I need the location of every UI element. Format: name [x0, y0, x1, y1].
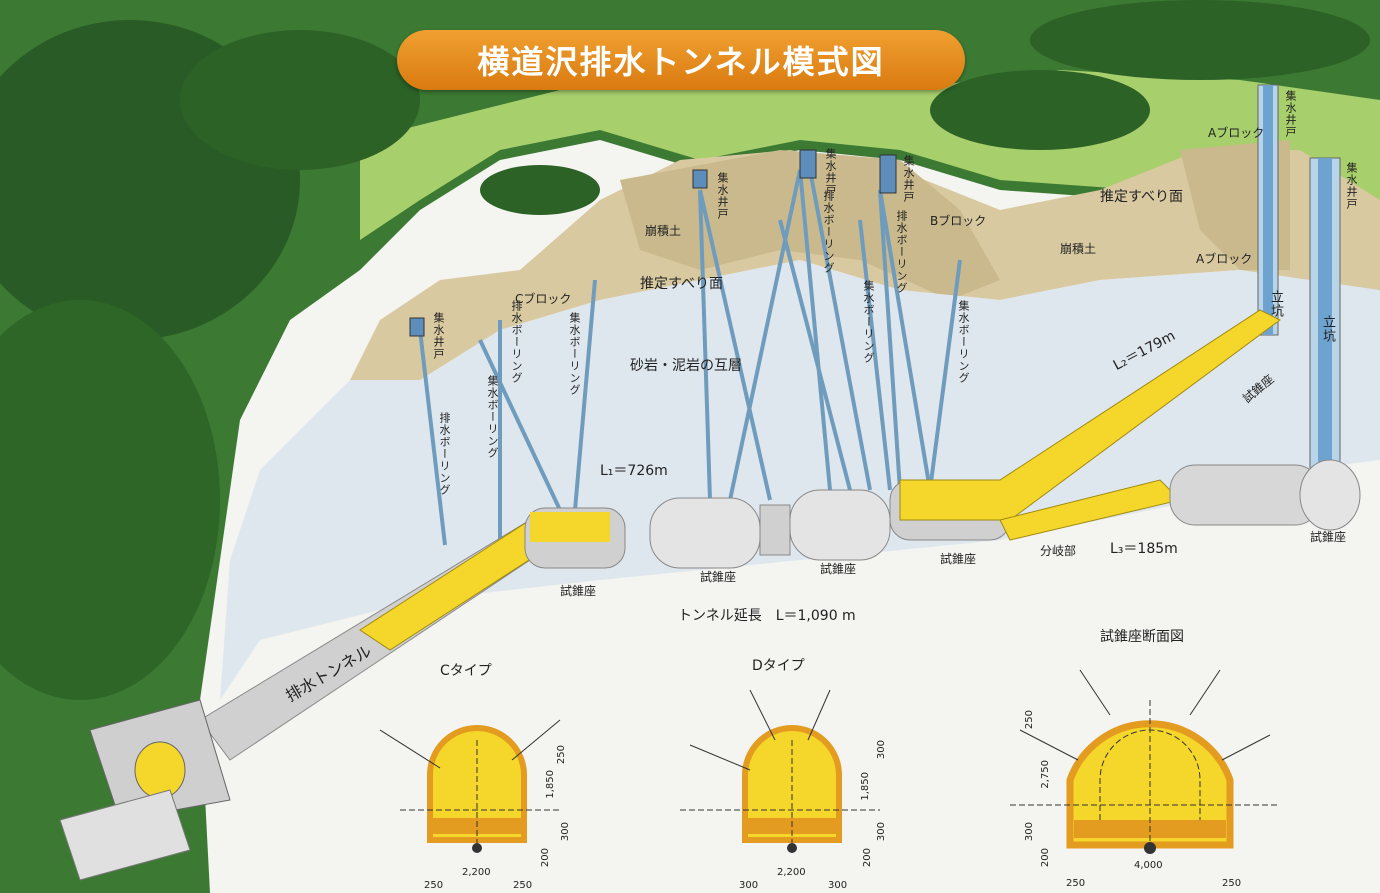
label-well-1: 集水井戸 [716, 172, 729, 220]
c-dim-top: 250 [556, 745, 567, 765]
label-L1: L₁＝726m [600, 463, 668, 479]
label-well-2: 集水井戸 [824, 148, 837, 196]
c-dim-height: 1,850 [545, 770, 556, 799]
label-houkaido-2: 崩積土 [1060, 242, 1097, 256]
s-dim-height: 2,750 [1040, 760, 1051, 789]
label-a-block-1: Aブロック [1208, 126, 1265, 140]
collection-wells [409, 149, 897, 337]
section-d-title: Dタイプ [752, 658, 805, 674]
label-well-a2: 集水井戸 [1345, 162, 1358, 210]
label-haisui-boring-2: 排水ボーリング [510, 300, 523, 384]
label-haisui-boring-1: 排水ボーリング [438, 412, 451, 496]
s-dim-base: 200 [1040, 848, 1051, 868]
s-dim-left: 250 [1066, 878, 1086, 889]
s-dim-invert: 300 [1024, 822, 1035, 842]
label-well-a1: 集水井戸 [1284, 90, 1297, 138]
drainage-tunnel [59, 309, 1361, 881]
label-suberi-2: 推定すべり面 [1100, 189, 1184, 205]
label-b-block: Bブロック [930, 214, 987, 228]
label-tatekou-1: 立坑 [1268, 290, 1283, 318]
d-dim-width: 2,200 [777, 867, 806, 878]
label-c-block: Cブロック [515, 292, 572, 306]
label-syusui-boring-2: 集水ボーリング [568, 312, 581, 396]
label-tatekou-2: 立坑 [1320, 315, 1335, 343]
label-haisui-boring-4: 排水ボーリング [895, 210, 908, 294]
s-dim-right: 250 [1222, 878, 1242, 889]
s-dim-top: 250 [1024, 710, 1035, 730]
c-dim-right: 250 [513, 880, 533, 891]
d-dim-top: 300 [876, 740, 887, 760]
label-well-3: 集水井戸 [902, 155, 915, 203]
c-dim-invert: 300 [560, 822, 571, 842]
d-dim-invert: 300 [876, 822, 887, 842]
label-shisuiza-1: 試錐座 [560, 584, 597, 598]
c-dim-base: 200 [540, 848, 551, 868]
s-dim-width: 4,000 [1134, 860, 1163, 871]
section-c-title: Cタイプ [440, 663, 492, 679]
d-dim-left: 300 [739, 880, 759, 891]
d-dim-height: 1,850 [860, 772, 871, 801]
label-shisuiza-5: 試錐座 [1310, 530, 1347, 544]
bedrock-layer [220, 260, 1380, 700]
label-sagan: 砂岩・泥岩の互層 [630, 358, 742, 374]
c-dim-left: 250 [424, 880, 444, 891]
label-houkaido-1: 崩積土 [645, 224, 682, 238]
label-a-block-2: Aブロック [1196, 252, 1253, 266]
section-shisuiza-drawing [1010, 669, 1280, 854]
label-syusui-boring-3: 集水ボーリング [862, 280, 875, 364]
d-dim-base: 200 [862, 848, 873, 868]
label-haisui-boring-3: 排水ボーリング [822, 190, 835, 274]
label-syusui-boring-1: 集水ボーリング [486, 375, 499, 459]
d-dim-right: 300 [828, 880, 848, 891]
label-shisuiza-3: 試錐座 [820, 562, 857, 576]
section-d-drawing [680, 689, 880, 853]
c-dim-width: 2,200 [462, 867, 491, 878]
label-L3: L₃＝185m [1110, 541, 1178, 557]
section-c-drawing [379, 719, 561, 853]
label-bunkibu: 分岐部 [1040, 544, 1077, 558]
label-tunnel-length: トンネル延長 L＝1,090 m [678, 608, 856, 624]
label-shisuiza-4: 試錐座 [940, 552, 977, 566]
diagram-title: 横道沢排水トンネル模式図 [397, 30, 965, 90]
label-well-c: 集水井戸 [432, 312, 445, 360]
label-suberi-1: 推定すべり面 [640, 276, 724, 292]
section-shisuiza-title: 試錐座断面図 [1100, 629, 1184, 645]
label-syusui-boring-4: 集水ボーリング [957, 300, 970, 384]
boring-pipes [418, 169, 962, 550]
label-shisuiza-2: 試錐座 [700, 570, 737, 584]
